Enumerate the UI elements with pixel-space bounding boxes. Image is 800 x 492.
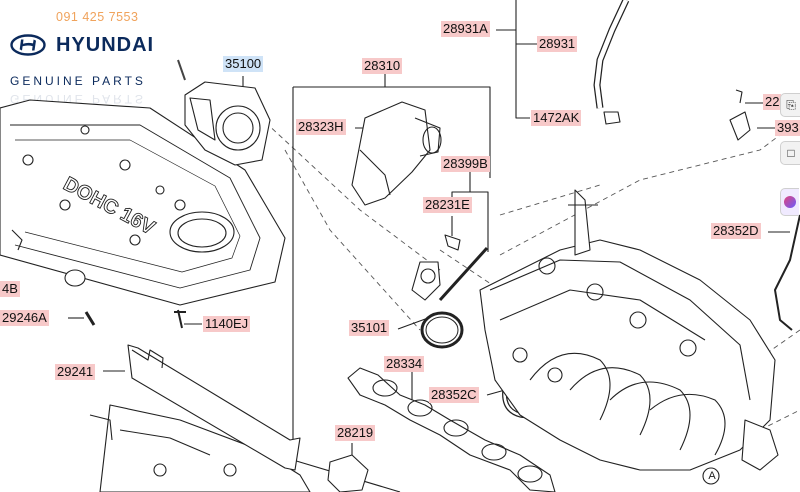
callout-1472AK[interactable]: 1472AK	[531, 110, 582, 126]
phone-number: 091 425 7553	[56, 10, 139, 24]
callout-29241[interactable]: 29241	[55, 364, 96, 380]
callout-28323H[interactable]: 28323H	[296, 119, 346, 135]
callout-28310[interactable]: 28310	[362, 58, 403, 74]
hyundai-logo-icon	[10, 34, 46, 56]
intake-manifold	[479, 189, 779, 471]
callout-28931[interactable]: 28931	[537, 36, 578, 52]
callout-393[interactable]: 393	[775, 120, 800, 136]
callout-28334[interactable]: 28334	[384, 356, 425, 372]
reader-icon[interactable]: □	[780, 141, 800, 165]
callout-28231E[interactable]: 28231E	[423, 197, 472, 213]
translate-icon[interactable]: ⎘	[780, 93, 800, 117]
callout-29246A[interactable]: 29246A	[0, 310, 49, 326]
callout-35100[interactable]: 35100	[223, 56, 264, 72]
callout-22[interactable]: 22	[763, 94, 782, 110]
throttle-body	[177, 59, 271, 166]
callout-35101[interactable]: 35101	[349, 320, 390, 336]
brand-wordmark: HYUNDAI	[56, 34, 155, 56]
callout-28219[interactable]: 28219	[335, 425, 376, 441]
callout-1140EJ[interactable]: 1140EJ	[203, 316, 251, 332]
brand-tagline: GENUINE PARTS	[10, 74, 146, 88]
callout-28931A[interactable]: 28931A	[441, 21, 490, 37]
assistant-icon[interactable]	[780, 188, 799, 216]
section-marker-a: A	[708, 470, 716, 482]
callout-4B[interactable]: 4B	[0, 281, 20, 297]
callout-28352C[interactable]: 28352C	[429, 387, 479, 403]
callout-28399B[interactable]: 28399B	[441, 156, 490, 172]
callout-28352D[interactable]: 28352D	[711, 223, 761, 239]
